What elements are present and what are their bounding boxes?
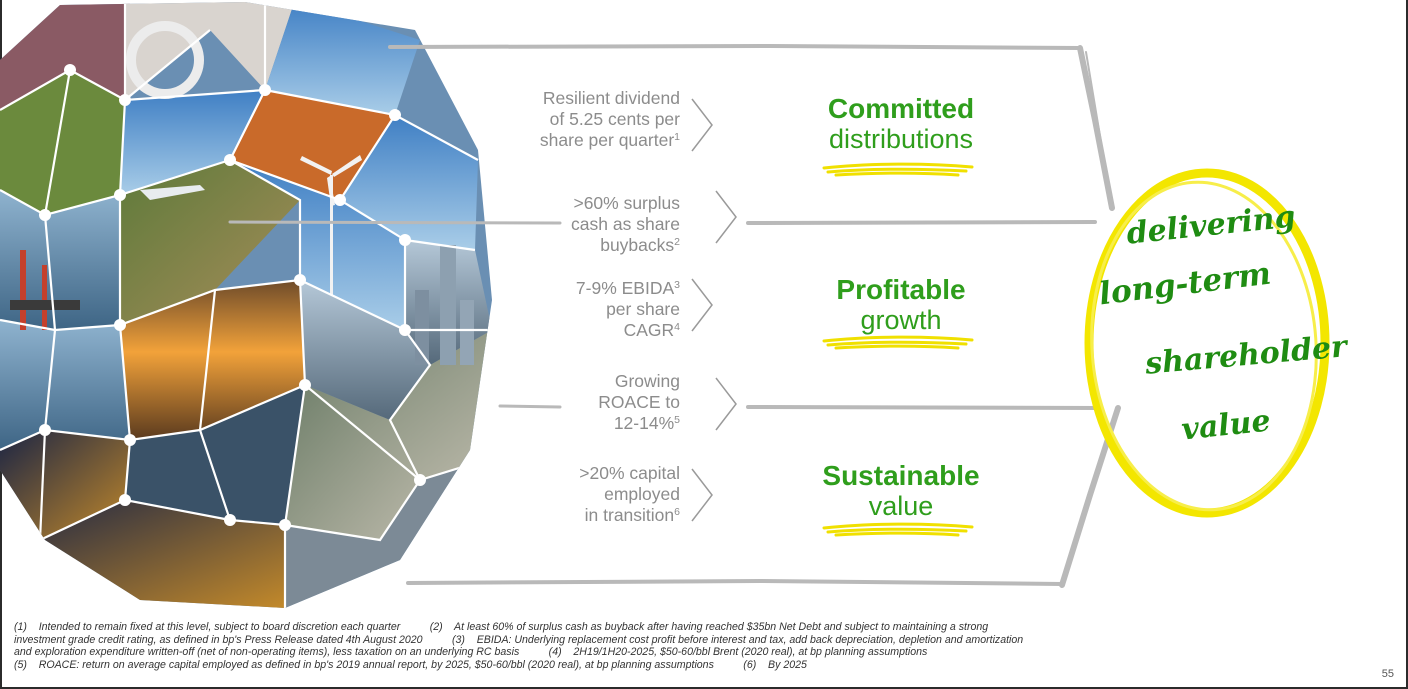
shareholder-value-badge: delivering long-term shareholder value	[1076, 158, 1348, 528]
metric-buybacks-line-3-row: buybacks2	[450, 235, 680, 256]
footnote-line: and exploration expenditure written-off …	[14, 646, 928, 659]
metric-ebida-line-1-row: 7-9% EBIDA3	[450, 278, 680, 299]
metric-dividend-line-3-row: share per quarter1	[450, 130, 680, 151]
metric-dividend-line-1: Resilient dividend	[542, 88, 680, 108]
metric-capital-line-3: in transition	[584, 505, 675, 525]
chevron-right-icon	[715, 190, 737, 244]
metric-dividend: Resilient dividend of 5.25 cents per sha…	[450, 88, 680, 151]
metric-capital-line-2: employed	[604, 484, 680, 504]
metric-buybacks-line-3: buybacks	[600, 235, 675, 255]
footnotes: (1) Intended to remain fixed at this lev…	[14, 621, 1364, 671]
metric-ebida-line-2: per share	[606, 299, 680, 319]
metric-capital: >20% capital employed in transition6	[450, 463, 680, 526]
pillar-committed-distributions: Committed distributions	[771, 93, 1031, 155]
pillar-profitable-subtitle: growth	[860, 305, 942, 335]
chevron-right-icon	[691, 278, 713, 332]
pillar-sustainable-title: Sustainable	[822, 460, 980, 491]
footnote-ref-3: 3	[674, 279, 680, 291]
metric-roace-line-3: 12-14%	[613, 413, 675, 433]
metric-dividend-line-3: share per quarter	[539, 130, 675, 150]
pillar-profitable-title: Profitable	[836, 274, 966, 305]
page-number: 55	[1381, 668, 1394, 680]
yellow-underline	[822, 335, 974, 350]
metric-ebida: 7-9% EBIDA3 per share CAGR4	[450, 278, 680, 341]
metric-buybacks-line-1: >60% surplus	[573, 193, 680, 213]
metric-ebida-line-3-row: CAGR4	[450, 320, 680, 341]
pillar-committed-title: Committed	[827, 93, 975, 124]
pillar-committed-subtitle: distributions	[828, 124, 974, 154]
pillar-sustainable-value: Sustainable value	[771, 460, 1031, 522]
metric-roace: Growing ROACE to 12-14%5	[450, 371, 680, 434]
yellow-ring	[1084, 168, 1330, 518]
metric-capital-line-3-row: in transition6	[450, 505, 680, 526]
photo-collage	[0, 2, 492, 608]
footnote-ref-6: 6	[674, 506, 680, 518]
footnote-ref-1: 1	[674, 131, 680, 143]
metric-dividend-line-2: of 5.25 cents per	[549, 109, 680, 129]
chevron-right-icon	[691, 98, 713, 152]
footnote-ref-2: 2	[674, 236, 680, 248]
footnote-line: (5) ROACE: return on average capital emp…	[14, 658, 807, 671]
pillar-sustainable-subtitle: value	[868, 491, 934, 521]
footnote-ref-4: 4	[674, 321, 680, 333]
footnote-line: investment grade credit rating, as defin…	[14, 633, 1024, 646]
metric-roace-line-1: Growing	[614, 371, 680, 391]
metric-roace-line-3-row: 12-14%5	[450, 413, 680, 434]
metric-ebida-line-3: CAGR	[623, 320, 675, 340]
metric-capital-line-1: >20% capital	[579, 463, 680, 483]
chevron-right-icon	[715, 377, 737, 431]
footnote-ref-5: 5	[674, 414, 680, 426]
metric-ebida-line-1: 7-9% EBIDA	[575, 278, 675, 298]
metric-buybacks-line-2: cash as share	[571, 214, 680, 234]
metric-buybacks: >60% surplus cash as share buybacks2	[450, 193, 680, 256]
yellow-underline	[822, 522, 974, 537]
yellow-underline	[822, 162, 974, 177]
chevron-right-icon	[691, 468, 713, 522]
footnote-line: (1) Intended to remain fixed at this lev…	[14, 621, 989, 633]
metric-roace-line-2: ROACE to	[598, 392, 680, 412]
pillar-profitable-growth: Profitable growth	[771, 274, 1031, 336]
